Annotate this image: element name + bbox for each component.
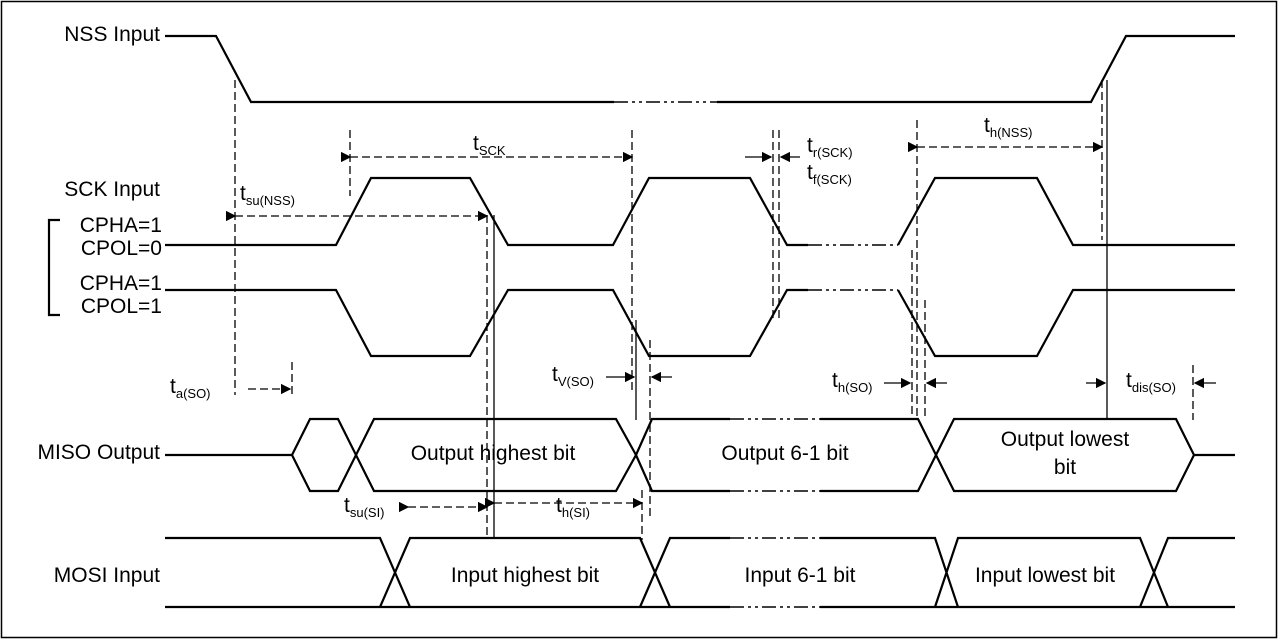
sck-cpol0-waveform [165, 176, 1235, 247]
nss-label: NSS Input [64, 23, 160, 46]
t-su-nss-label: tsu(NSS) [240, 182, 295, 208]
clock-mode-bracket [47, 218, 60, 317]
sck-cpol1-waveform [165, 288, 1235, 358]
cpol0-label: CPOL=0 [81, 237, 162, 260]
t-h-so-label: th(SO) [832, 369, 873, 395]
t-v-so-label: tV(SO) [552, 363, 594, 389]
t-sck-label: tSCK [473, 132, 506, 158]
t-r-sck-label: tr(SCK) [807, 134, 853, 160]
t-su-si-label: tsu(SI) [344, 494, 385, 520]
mosi-waveform [165, 536, 1235, 609]
cpha1-label-a: CPHA=1 [80, 214, 162, 237]
t-a-so-label: ta(SO) [170, 375, 211, 401]
t-h-nss-label: th(NSS) [984, 114, 1032, 140]
t-dis-so-label: tdis(SO) [1126, 369, 1176, 395]
miso-last-bit-line2: bit [1054, 456, 1076, 479]
miso-first-bit: Output highest bit [411, 442, 576, 465]
t-h-si-label: th(SI) [556, 494, 590, 520]
nss-waveform [165, 34, 1235, 104]
miso-middle-bits: Output 6-1 bit [721, 442, 848, 465]
miso-last-bit-line1: Output lowest [1001, 428, 1130, 451]
cpol1-label: CPOL=1 [81, 295, 162, 318]
mosi-last-bit: Input lowest bit [975, 564, 1115, 587]
mosi-middle-bits: Input 6-1 bit [745, 564, 856, 587]
mosi-first-bit: Input highest bit [451, 564, 599, 587]
cpha1-label-b: CPHA=1 [80, 272, 162, 295]
mosi-label: MOSI Input [54, 564, 160, 587]
t-f-sck-label: tf(SCK) [807, 161, 852, 187]
miso-label: MISO Output [37, 441, 160, 464]
miso-waveform [165, 417, 1235, 493]
sck-label: SCK Input [64, 178, 160, 201]
